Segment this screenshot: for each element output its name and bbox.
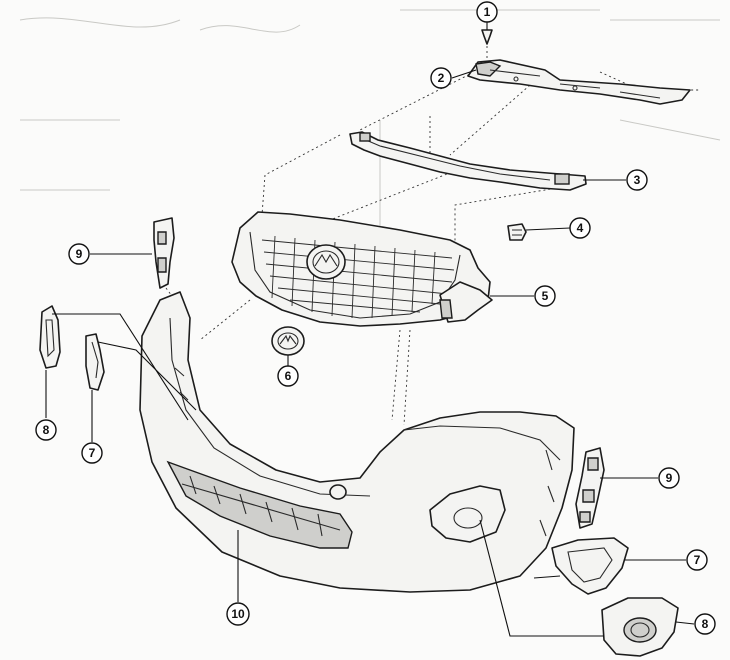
callout-1-label: 1 (484, 5, 491, 19)
callout-4: 4 (569, 217, 591, 239)
callout-3: 3 (626, 169, 648, 191)
callout-6: 6 (277, 365, 299, 387)
callout-2: 2 (430, 67, 452, 89)
grille-emblem (306, 244, 346, 280)
callout-6-label: 6 (285, 369, 292, 383)
callout-1: 1 (476, 1, 498, 23)
part-7-right-cover (551, 537, 629, 595)
callout-2-label: 2 (438, 71, 445, 85)
callout-10: 10 (226, 602, 250, 626)
callout-9-left-label: 9 (76, 247, 83, 261)
callout-7-left: 7 (81, 442, 103, 464)
callout-10-label: 10 (231, 607, 245, 621)
callout-4-label: 4 (577, 221, 584, 235)
part-10-bumper-fascia (139, 291, 575, 593)
part-5-front-grille (231, 211, 493, 327)
part-8-right-bezel (601, 597, 679, 657)
callout-8-right-label: 8 (702, 617, 709, 631)
callout-9-right-label: 9 (666, 471, 673, 485)
part-7-left-cover (85, 333, 105, 391)
part-9-right-bracket (575, 447, 605, 529)
callout-7-right: 7 (686, 549, 708, 571)
callout-7-left-label: 7 (89, 446, 96, 460)
part-6-emblem (271, 326, 305, 356)
callout-8-left: 8 (35, 419, 57, 441)
callout-3-label: 3 (634, 173, 641, 187)
callout-9-left: 9 (68, 243, 90, 265)
leader-lines (45, 22, 695, 637)
callout-5: 5 (534, 285, 556, 307)
part-8-left-bezel (39, 305, 61, 369)
part-4-fastener (507, 223, 527, 241)
callout-8-right: 8 (694, 613, 716, 635)
callout-7-right-label: 7 (694, 553, 701, 567)
part-2-upper-bracket (467, 59, 691, 105)
part-1-clip (481, 29, 493, 45)
part-9-left-bracket (153, 217, 175, 289)
callout-9-right: 9 (658, 467, 680, 489)
callout-8-left-label: 8 (43, 423, 50, 437)
part-3-grille-reinforcement (349, 131, 587, 191)
callout-5-label: 5 (542, 289, 549, 303)
grille-mesh (261, 235, 455, 319)
